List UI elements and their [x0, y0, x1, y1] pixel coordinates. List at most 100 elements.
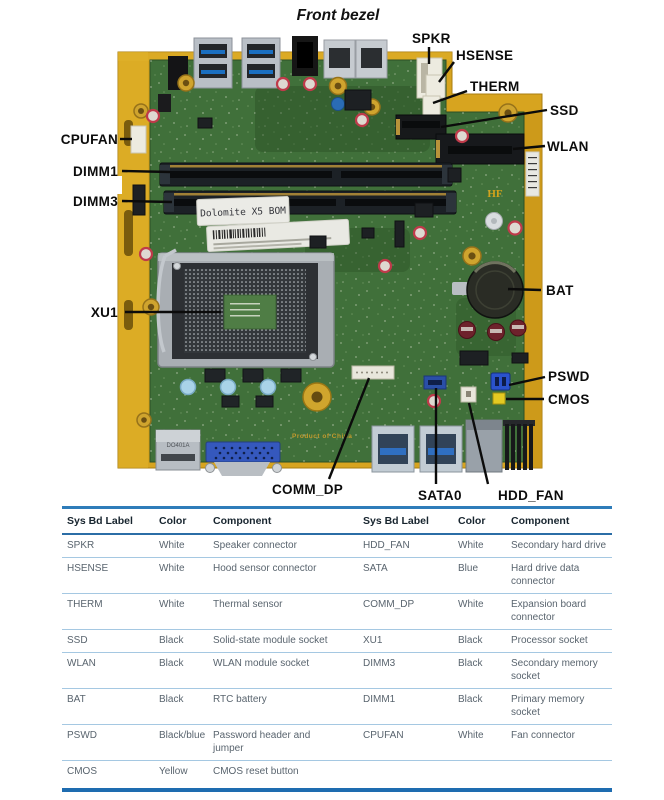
pcb-origin-text: Product of China — [292, 433, 352, 440]
cell-color: Black — [453, 688, 506, 725]
table-row: HSENSE White Hood sensor connector SATA … — [62, 557, 612, 594]
cell-component: RTC battery — [208, 688, 358, 725]
cell-component: Speaker connector — [208, 534, 358, 558]
callout-dimm1: DIMM1 — [73, 164, 118, 179]
callout-sata0: SATA0 — [418, 488, 462, 503]
display-port-2 — [355, 39, 388, 79]
usb-stack-1 — [193, 37, 233, 89]
callout-pswd: PSWD — [548, 369, 590, 384]
pswd-jumper — [490, 372, 511, 391]
table-header-cell: Color — [453, 507, 506, 535]
callout-spkr: SPKR — [412, 31, 451, 46]
vrm-components — [179, 368, 302, 408]
therm-connector — [422, 95, 441, 118]
cell-color: Yellow — [159, 766, 188, 777]
card-reader-text: DO401A — [166, 443, 189, 449]
callout-cpufan: CPUFAN — [61, 132, 118, 147]
sata0-port — [423, 375, 447, 390]
cell-component: Processor socket — [506, 629, 612, 653]
cell-component: Hard drive data connector — [506, 557, 612, 594]
cell-color: White — [154, 593, 208, 630]
cell-color: White — [453, 593, 506, 630]
cell-component — [506, 761, 612, 791]
table-header-cell: Component — [208, 507, 358, 535]
comm-dp-connector — [351, 365, 395, 380]
table-row: PSWD Black/blue Password header and jump… — [62, 724, 612, 761]
front-usb-1 — [371, 425, 415, 473]
callout-bat: BAT — [546, 283, 574, 298]
cell-component: Hood sensor connector — [208, 557, 358, 594]
callout-wlan: WLAN — [547, 139, 589, 154]
cell-color — [453, 761, 506, 791]
cell-color: Black — [154, 652, 208, 689]
cell-component: WLAN module socket — [208, 652, 358, 689]
cell-component: CMOS reset button — [213, 766, 299, 777]
hp-logo — [331, 97, 345, 111]
cell-label: SSD — [62, 629, 154, 653]
cell-label: CMOS — [67, 766, 97, 777]
cell-component: Password header and jumper — [208, 724, 358, 761]
white-standoff — [485, 212, 503, 230]
callout-hsense: HSENSE — [456, 48, 513, 63]
black-port — [292, 36, 318, 76]
cmos-button — [492, 392, 506, 405]
cell-color: White — [453, 724, 506, 761]
hf-marking: HF — [487, 188, 503, 200]
cell-label: BAT — [62, 688, 154, 725]
battery-capacitors — [458, 319, 527, 341]
heatsink-fins — [503, 420, 535, 470]
sysbd-table: Sys Bd Label Color Component Sys Bd Labe… — [62, 506, 612, 792]
cell-label: THERM — [62, 593, 154, 630]
cell-label: CPUFAN — [358, 724, 453, 761]
table-row: BAT Black RTC battery DIMM1 Black Primar… — [62, 688, 612, 725]
table-row: SPKR White Speaker connector HDD_FAN Whi… — [62, 534, 612, 558]
cell-label: DIMM1 — [358, 688, 453, 725]
cell-color: Black — [154, 688, 208, 725]
table-row: SSD Black Solid-state module socket XU1 … — [62, 629, 612, 653]
cell-label: HSENSE — [62, 557, 154, 594]
cell-label: XU1 — [358, 629, 453, 653]
callout-ssd: SSD — [550, 103, 579, 118]
cell-color: White — [154, 534, 208, 558]
cell-color: Black — [453, 629, 506, 653]
callout-xu1: XU1 — [91, 305, 118, 320]
cell-component: Secondary memory socket — [506, 652, 612, 689]
table-row: WLAN Black WLAN module socket DIMM3 Blac… — [62, 652, 612, 689]
wlan-socket — [435, 133, 525, 165]
cell-component: Fan connector — [506, 724, 612, 761]
front-usb-2 — [419, 425, 463, 473]
table-row: THERM White Thermal sensor COMM_DP White… — [62, 593, 612, 630]
table-header-cell: Sys Bd Label — [62, 507, 154, 535]
model-sticker-text: Dolomite X5 BOM — [200, 205, 286, 219]
dimm1-slot — [159, 162, 453, 187]
cell-label: COMM_DP — [358, 593, 453, 630]
table-header-cell: Color — [154, 507, 208, 535]
table-row: CMOS Yellow CMOS reset button — [62, 761, 612, 791]
callout-cmos: CMOS — [548, 392, 590, 407]
cell-color: Black/blue — [154, 724, 208, 761]
cell-label: HDD_FAN — [358, 534, 453, 558]
callout-dimm3: DIMM3 — [73, 194, 118, 209]
cell-label: PSWD — [62, 724, 154, 761]
cell-label: DIMM3 — [358, 652, 453, 689]
callout-hdd-fan: HDD_FAN — [498, 488, 564, 503]
cell-color: Blue — [453, 557, 506, 594]
model-sticker: Dolomite X5 BOM — [196, 195, 290, 226]
cell-color: Black — [453, 652, 506, 689]
cell-label: SPKR — [62, 534, 154, 558]
side-label — [525, 151, 540, 197]
display-port-1 — [323, 39, 356, 79]
rear-io-ports — [158, 36, 388, 112]
sysbd-table-container: Sys Bd Label Color Component Sys Bd Labe… — [62, 506, 612, 792]
callout-comm-dp: COMM_DP — [272, 482, 343, 497]
usb-stack-2 — [241, 37, 281, 89]
table-header-row: Sys Bd Label Color Component Sys Bd Labe… — [62, 507, 612, 535]
table-header-cell: Component — [506, 507, 612, 535]
cell-label: SATA — [358, 557, 453, 594]
cell-component: Secondary hard drive — [506, 534, 612, 558]
cpu-socket — [156, 248, 335, 368]
cell-component: Thermal sensor — [208, 593, 358, 630]
vga-connector — [205, 441, 282, 476]
card-reader: DO401A — [155, 429, 201, 471]
motherboard-photo: Front bezel Product of China — [61, 7, 590, 503]
